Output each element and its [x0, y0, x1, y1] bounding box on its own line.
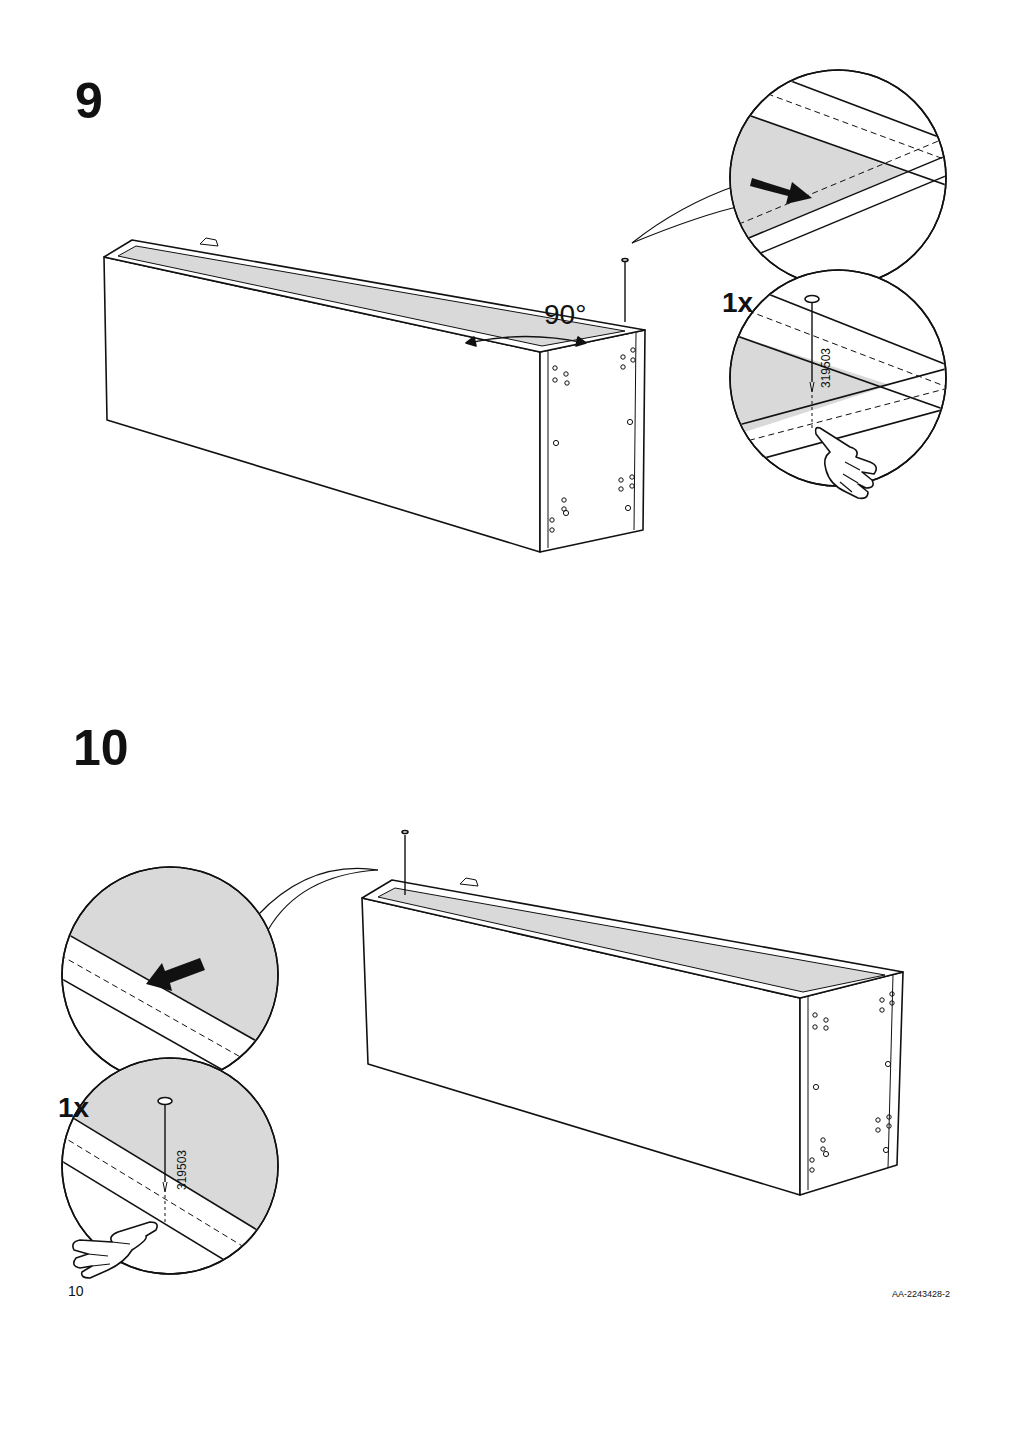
- angle-label: 90°: [544, 301, 586, 329]
- detail-callout: [720, 270, 960, 498]
- part-number: 319503: [176, 1150, 188, 1190]
- quantity-label: 1x: [722, 289, 753, 317]
- cabinet-step-10: [258, 831, 903, 1196]
- part-number: 319503: [820, 348, 832, 388]
- quantity-label: 1x: [58, 1094, 89, 1122]
- detail-callout: [720, 58, 960, 286]
- detail-callout: [60, 1050, 290, 1300]
- cabinet-step-9: [104, 185, 745, 552]
- step-number: 9: [75, 76, 103, 126]
- page-number: 10: [68, 1284, 84, 1298]
- document-code: AA-2243428-2: [892, 1290, 950, 1299]
- step-number: 10: [73, 723, 129, 773]
